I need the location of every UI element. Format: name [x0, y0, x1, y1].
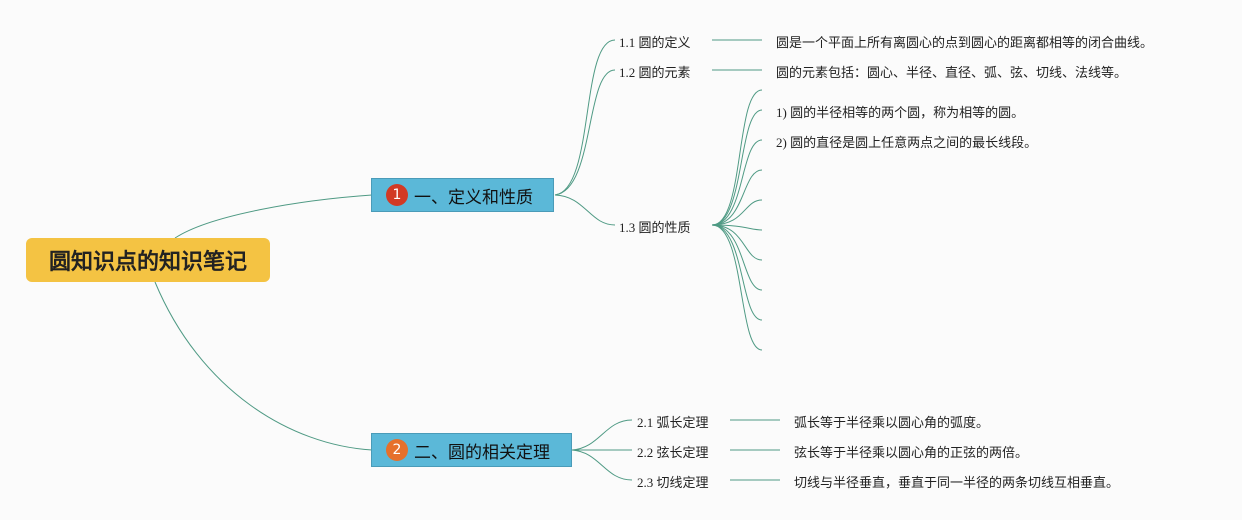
subtopic-circle-elements[interactable]: 1.2 圆的元素 — [619, 65, 691, 80]
topic-node-definition[interactable]: 1 一、定义和性质 — [371, 178, 554, 212]
leaf-elements-text[interactable]: 圆的元素包括：圆心、半径、直径、弧、弦、切线、法线等。 — [776, 65, 1128, 80]
link-sub3-branch-5 — [711, 199, 763, 226]
leaf-definition-text[interactable]: 圆是一个平面上所有离圆心的点到圆心的距离都相等的闭合曲线。 — [776, 35, 1154, 50]
subtopic-arc-length-theorem[interactable]: 2.1 弧长定理 — [637, 415, 709, 430]
topic-label: 二、圆的相关定理 — [414, 442, 550, 463]
topic-node-theorems[interactable]: 2 二、圆的相关定理 — [371, 433, 572, 467]
link-sub3-branch-8 — [711, 224, 763, 291]
link-root-topic2 — [154, 281, 373, 451]
leaf-arc-length-text[interactable]: 弧长等于半径乘以圆心角的弧度。 — [794, 415, 990, 430]
link-sub3-branch-10 — [711, 224, 763, 351]
leaf-chord-length-text[interactable]: 弦长等于半径乘以圆心角的正弦的两倍。 — [794, 445, 1029, 460]
root-label: 圆知识点的知识笔记 — [48, 250, 247, 275]
leaf-property-2[interactable]: 2) 圆的直径是圆上任意两点之间的最长线段。 — [776, 135, 1038, 150]
subtopic-circle-properties[interactable]: 1.3 圆的性质 — [619, 220, 691, 235]
number-badge-icon: 1 — [386, 184, 408, 206]
link-topic1-sub3 — [554, 194, 616, 226]
link-topic1-sub1 — [554, 39, 616, 196]
leaf-tangent-text[interactable]: 切线与半径垂直，垂直于同一半径的两条切线互相垂直。 — [794, 475, 1120, 490]
link-sub3-branch-4 — [711, 169, 763, 226]
link-sub3-branch-7 — [711, 224, 763, 261]
link-sub3-branch-3 — [711, 139, 763, 226]
topic-label: 一、定义和性质 — [414, 187, 533, 208]
link-sub3-branch-2 — [711, 109, 763, 226]
link-topic2-sub4 — [571, 419, 633, 451]
link-topic1-sub2 — [554, 69, 616, 196]
link-topic2-sub6 — [571, 449, 633, 481]
link-sub3-branch-1 — [711, 89, 763, 226]
subtopic-circle-definition[interactable]: 1.1 圆的定义 — [619, 35, 691, 50]
root-node[interactable]: 圆知识点的知识笔记 — [26, 238, 270, 282]
link-sub3-branch-9 — [711, 224, 763, 321]
link-root-topic1 — [174, 194, 373, 239]
link-sub3-branch-6 — [711, 224, 763, 231]
leaf-property-1[interactable]: 1) 圆的半径相等的两个圆，称为相等的圆。 — [776, 105, 1025, 120]
number-badge-icon: 2 — [386, 439, 408, 461]
subtopic-tangent-theorem[interactable]: 2.3 切线定理 — [637, 475, 709, 490]
subtopic-chord-length-theorem[interactable]: 2.2 弦长定理 — [637, 445, 709, 460]
